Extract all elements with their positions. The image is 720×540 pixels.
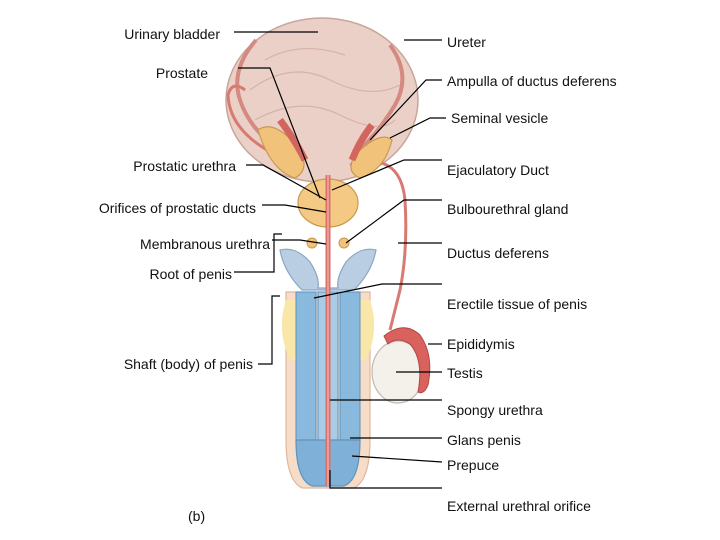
erectile-column-right	[339, 291, 361, 443]
label-prostate: Prostate	[155, 65, 208, 81]
leader-ejaculatory-duct	[331, 159, 442, 191]
label-bulbourethral-gland: Bulbourethral gland	[447, 201, 569, 217]
leader-root-of-penis	[234, 233, 282, 273]
right-seminal-vesicle	[350, 136, 393, 179]
label-ureter: Ureter	[447, 34, 486, 50]
panel-label: (b)	[188, 508, 206, 524]
label-epididymis: Epididymis	[447, 336, 515, 352]
label-urinary-bladder: Urinary bladder	[124, 26, 220, 42]
leader-seminal-vesicle	[389, 117, 446, 139]
label-spongy-urethra: Spongy urethra	[447, 402, 543, 418]
leader-ampulla	[369, 79, 442, 141]
label-ampulla: Ampulla of ductus deferens	[447, 73, 617, 89]
right-ductus-deferens	[349, 160, 408, 331]
ampulla-right	[348, 122, 375, 162]
label-ductus-deferens: Ductus deferens	[447, 245, 549, 261]
leader-erectile	[313, 283, 442, 299]
leader-shaft	[258, 295, 280, 365]
label-seminal-vesicle: Seminal vesicle	[451, 110, 549, 126]
penis-root	[279, 248, 377, 291]
epididymis-shape	[383, 327, 431, 394]
leader-external-orifice	[329, 470, 442, 489]
label-glans-penis: Glans penis	[447, 432, 521, 448]
leader-bulbourethral	[345, 199, 442, 244]
label-root-of-penis: Root of penis	[149, 266, 233, 282]
bulbourethral-gland-left	[306, 237, 318, 249]
leader-prostatic-urethra	[246, 164, 327, 201]
erectile-column-left	[295, 291, 317, 443]
label-prepuce: Prepuce	[447, 457, 500, 473]
bulbourethral-gland-right	[338, 237, 350, 249]
leader-prostatic-ducts	[262, 204, 327, 213]
right-leader-lines	[313, 39, 446, 489]
label-orifices-prostatic-ducts: Orifices of prostatic ducts	[98, 200, 256, 216]
ampulla-left	[277, 117, 309, 162]
leader-prostate	[238, 67, 321, 199]
label-shaft-of-penis: Shaft (body) of penis	[123, 356, 253, 372]
label-membranous-urethra: Membranous urethra	[140, 236, 270, 252]
left-seminal-vesicle	[257, 126, 305, 179]
label-ejaculatory-duct: Ejaculatory Duct	[447, 162, 549, 178]
leader-membranous-urethra	[272, 239, 327, 245]
label-erectile-tissue: Erectile tissue of penis	[447, 296, 588, 312]
leader-prepuce	[351, 455, 443, 463]
shaft-side-tissue-right	[360, 300, 375, 360]
shaft-side-tissue-left	[281, 300, 296, 360]
left-leader-lines	[234, 31, 327, 365]
label-prostatic-urethra: Prostatic urethra	[133, 158, 236, 174]
label-testis: Testis	[447, 365, 483, 381]
label-external-urethral-orifice: External urethral orifice	[447, 498, 591, 514]
